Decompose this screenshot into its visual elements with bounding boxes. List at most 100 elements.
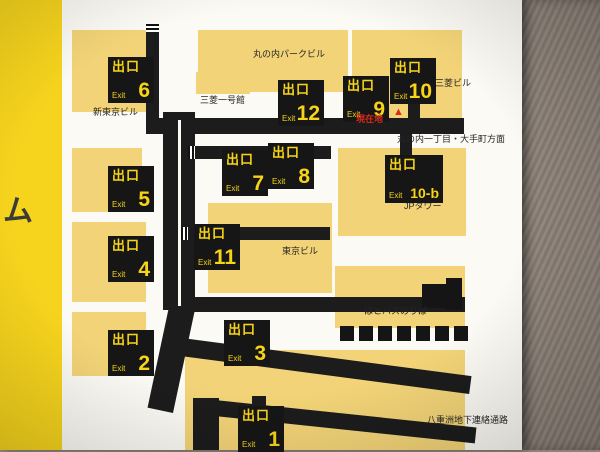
exit-en-label: Exit [272,177,286,186]
exit-sign-5: 出口 Exit 5 [108,166,154,212]
road-exit-10b-stub [400,134,412,156]
exit-en-label: Exit [282,114,296,123]
exit-number: 7 [252,172,264,196]
exit-row: Exit 2 [112,352,150,376]
road-horizontal-lower [185,297,465,312]
exit-number: 10 [408,80,432,104]
exit-en-label: Exit [112,200,126,209]
bus-bay-dash [416,326,430,341]
label-hato-bus-stop: はとバスのりば [364,306,428,316]
exit-row: Exit 3 [228,342,266,366]
exit-jp-label: 出口 [394,60,423,75]
bus-bay-dashes [340,326,468,341]
exit-sign-1: 出口 Exit 1 [238,406,284,452]
corridor-divider-line [178,120,181,306]
exit-jp-label: 出口 [389,157,418,172]
road-exit-10-stub [408,102,420,120]
exit-jp-label: 出口 [112,238,141,253]
exit-en-label: Exit [198,258,212,267]
exit-row: Exit 1 [242,428,280,452]
exit-en-label: Exit [226,184,240,193]
exit-en-label: Exit [112,270,126,279]
stairs-icon [146,24,159,32]
exit-en-label: Exit [242,440,256,449]
station-exit-map-poster: ム 丸の内パークビル 三菱一号館 新東京ビル 三菱ビル JPタワー [0,0,522,452]
background-wall [520,0,600,450]
exit-jp-label: 出口 [347,78,376,93]
exit-number: 10-b [410,185,439,202]
label-jp-tower: JPタワー [404,201,442,211]
exit-jp-label: 出口 [228,322,257,337]
label-tokyo-building: 東京ビル [282,246,319,256]
exit-sign-11: 出口 Exit 11 [194,224,240,270]
exit-number: 5 [138,188,150,212]
exit-number: 1 [268,428,280,452]
you-are-here-marker-icon: ▲ [393,106,404,118]
exit-en-label: Exit [228,354,242,363]
road-horizontal-main [146,118,464,134]
exit-row: Exit 5 [112,188,150,212]
stairs-icon [188,146,195,159]
exit-sign-2: 出口 Exit 2 [108,330,154,376]
exit-row: Exit 8 [272,165,310,189]
bus-bay-dash [359,326,373,341]
side-partial-text: ム [3,195,33,228]
exit-row: Exit 11 [198,246,236,270]
exit-number: 9 [373,98,385,122]
stairs-icon [181,227,188,240]
exit-jp-label: 出口 [282,82,311,97]
black-structure [446,278,462,310]
exit-en-label: Exit [112,91,126,100]
exit-en-label: Exit [347,110,361,119]
exit-en-label: Exit [394,92,408,101]
exit-number: 6 [138,79,150,103]
bus-bay-dash [397,326,411,341]
exit-sign-10: 出口 Exit 10 [390,58,436,104]
exit-jp-label: 出口 [112,332,141,347]
exit-sign-3: 出口 Exit 3 [224,320,270,366]
bus-bay-dash [340,326,354,341]
exit-sign-12: 出口 Exit 12 [278,80,324,126]
exit-sign-8: 出口 Exit 8 [268,143,314,189]
exit-sign-4: 出口 Exit 4 [108,236,154,282]
bus-bay-dash [378,326,392,341]
exit-number: 11 [213,246,236,270]
label-direction-sign: 丸の内一丁目・大手町方面 [397,134,506,144]
exit-sign-9: 出口 Exit 9 [343,76,389,122]
road-corridor-bottom [193,398,219,450]
poster-yellow-band: ム [0,0,62,450]
exit-sign-10b: 出口 Exit 10-b [385,155,443,203]
you-are-here: 現在地 ▲ [356,106,404,127]
exit-number: 3 [254,342,266,366]
bus-bay-dash [435,326,449,341]
bus-bay-dash [454,326,468,341]
exit-number: 4 [138,258,150,282]
label-ichigokan: 三菱一号館 [200,95,246,105]
exit-sign-7: 出口 Exit 7 [222,150,268,196]
exit-row: Exit 4 [112,258,150,282]
label-yaesu-passage: 八重洲地下連絡通路 [427,415,509,425]
exit-number: 2 [138,352,150,376]
building-ichigokan [196,72,250,94]
exit-row: Exit 6 [112,79,150,103]
exit-number: 8 [298,165,310,189]
exit-jp-label: 出口 [112,59,141,74]
exit-row: Exit 7 [226,172,264,196]
exit-jp-label: 出口 [226,152,255,167]
exit-number: 12 [296,102,320,126]
exit-jp-label: 出口 [112,168,141,183]
exit-row: Exit 10 [394,80,432,104]
exit-jp-label: 出口 [198,226,227,241]
exit-row: Exit 12 [282,102,320,126]
you-are-here-label: 現在地 [356,114,384,124]
exit-en-label: Exit [389,191,403,200]
exit-jp-label: 出口 [242,408,271,423]
black-structure [422,284,450,308]
exit-jp-label: 出口 [272,145,301,160]
label-mitsubishi-building: 三菱ビル [435,78,472,88]
label-shin-tokyo-building: 新東京ビル [93,107,139,117]
exit-sign-6: 出口 Exit 6 [108,57,154,103]
label-marunouchi-park-building: 丸の内パークビル [253,49,326,59]
exit-en-label: Exit [112,364,126,373]
exit-row: Exit 9 [347,98,385,122]
